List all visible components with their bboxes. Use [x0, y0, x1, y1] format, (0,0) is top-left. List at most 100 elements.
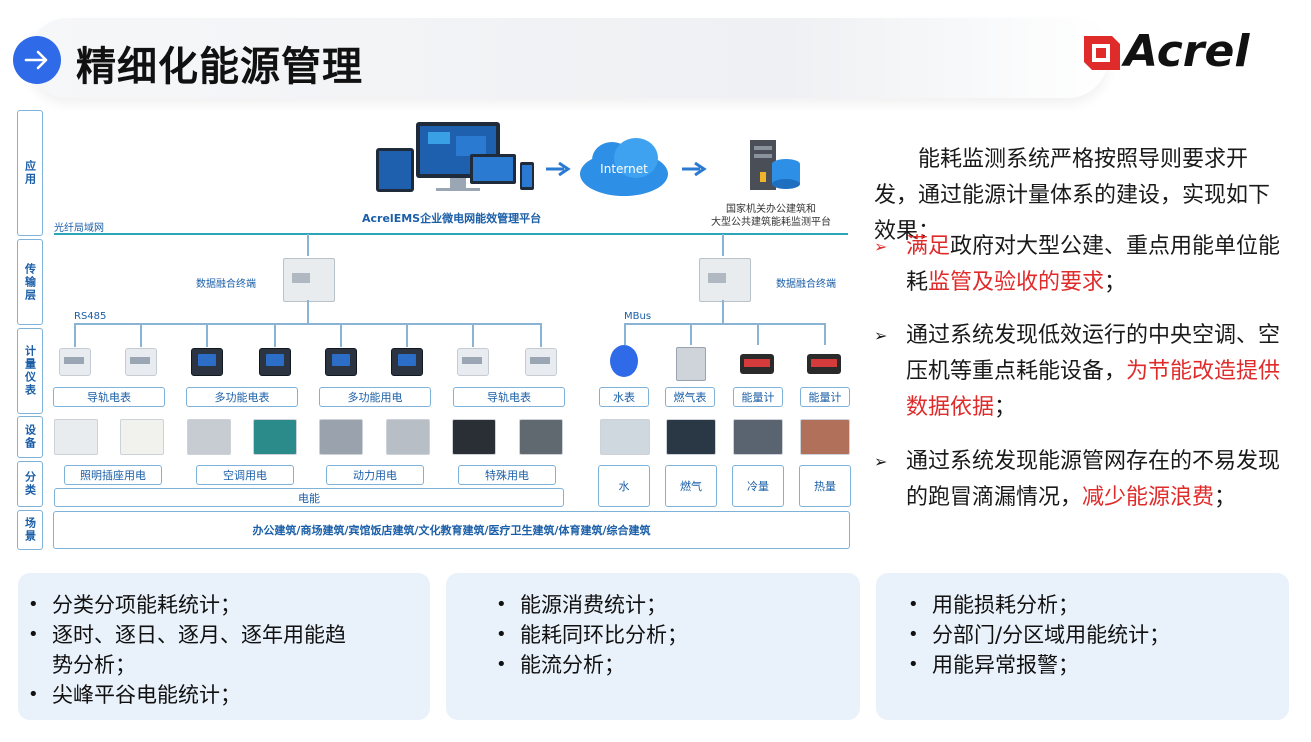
layer-label-category: 分类 — [17, 461, 43, 507]
connector — [472, 323, 474, 347]
bullet-3-end: ； — [1214, 485, 1237, 510]
connector — [206, 323, 208, 347]
effect-bullet-1: ➢ 满足政府对大型公建、重点用能单位能耗监管及验收的要求； — [874, 229, 1286, 301]
bullet-1-red-2: 监管及验收的要求 — [928, 270, 1105, 295]
utility-gas: 燃气 — [665, 465, 717, 507]
meter-group-rail-2: 导轨电表 — [453, 387, 565, 407]
intro-text: 能耗监测系统严格按照导则要求开发，通过能源计量体系的建设，实现如下效果： — [874, 142, 1286, 250]
electric-energy: 电能 — [54, 488, 564, 507]
utility-cooling: 冷量 — [732, 465, 784, 507]
mbus-line — [624, 323, 824, 325]
effect-bullet-3: ➢ 通过系统发现能源管网存在的不易发现的跑冒滴漏情况，减少能源浪费； — [874, 444, 1286, 516]
feature-panel-3: 用能损耗分析； 分部门/分区域用能统计； 用能异常报警； — [876, 573, 1289, 720]
connector — [624, 323, 626, 345]
bullet-2-red: 为节能改造提供数据依据 — [906, 359, 1281, 420]
arrow-right-icon — [546, 162, 571, 176]
bullet-3-red: 减少能源浪费 — [1082, 485, 1215, 510]
arrow-right-icon — [682, 162, 707, 176]
connector — [74, 323, 76, 347]
connector — [406, 323, 408, 347]
utility-heating: 热量 — [799, 465, 851, 507]
cloud-icon — [580, 138, 668, 196]
connector — [540, 323, 542, 347]
brand-logo: Acrel — [1082, 26, 1272, 77]
category-power: 动力用电 — [326, 465, 424, 485]
machine-room-icon — [519, 419, 563, 455]
panel-1-item: 分类分项能耗统计； — [18, 590, 390, 620]
gas-stove-icon — [666, 419, 716, 455]
arrowhead-icon: ➢ — [874, 326, 888, 345]
rail-meter-icon — [525, 348, 557, 376]
multifunction-meter-icon — [191, 348, 223, 376]
feature-panel-1: 分类分项能耗统计； 逐时、逐日、逐月、逐年用能趋势分析； 尖峰平谷电能统计； — [18, 573, 430, 720]
network-label: 光纤局域网 — [54, 223, 104, 234]
panel-3-item: 用能异常报警； — [898, 650, 1289, 680]
intro-line: 能耗监测系统严格按照导则要求开发，通过能源计量体系的建设，实现如下效果： — [874, 147, 1271, 244]
meter-energy-1: 能量计 — [733, 387, 783, 407]
feature-panel-2: 能源消费统计； 能耗同环比分析； 能流分析； — [446, 573, 860, 720]
rs485-bus-line — [74, 323, 542, 325]
platform-devices-icon — [376, 122, 534, 192]
category-lighting: 照明插座用电 — [64, 465, 162, 485]
connector — [824, 323, 826, 345]
scene-buildings: 办公建筑/商场建筑/宾馆饭店建筑/文化教育建筑/医疗卫生建筑/体育建筑/综合建筑 — [53, 511, 850, 549]
server-rack-icon — [452, 419, 496, 455]
bullet-2-end: ； — [994, 395, 1017, 420]
gas-meter-icon — [676, 347, 706, 381]
cabinet-icon — [319, 419, 363, 455]
acrel-mark-icon — [1084, 36, 1120, 70]
multifunction-meter-icon — [391, 348, 423, 376]
multifunction-meter-icon — [259, 348, 291, 376]
panel-3-item: 用能损耗分析； — [898, 590, 1289, 620]
layer-label-app: 应用 — [17, 110, 43, 236]
connector — [722, 234, 724, 256]
panel-1-item: 尖峰平谷电能统计； — [18, 680, 390, 710]
connector — [757, 323, 759, 345]
arrow-right-icon — [13, 36, 61, 84]
terminal-right-label: 数据融合终端 — [776, 279, 836, 290]
meter-group-multi-2: 多功能用电 — [319, 387, 431, 407]
connector — [307, 300, 309, 324]
data-terminal-right — [699, 258, 751, 302]
page-title: 精细化能源管理 — [76, 44, 363, 90]
rail-meter-icon — [59, 348, 91, 376]
connector — [340, 323, 342, 347]
connector — [274, 323, 276, 347]
meter-group-multi-1: 多功能电表 — [186, 387, 298, 407]
energy-meter-icon — [807, 354, 841, 374]
pump-icon — [253, 419, 297, 455]
boiler-icon — [800, 419, 850, 455]
bullet-1-red-1: 满足 — [906, 234, 951, 259]
layer-label-scene: 场景 — [17, 510, 43, 550]
layer-label-devices: 设备 — [17, 416, 43, 458]
bullet-2-pre: 通过系统发现低效运行的中央空调、空压机等重点耗能设备， — [906, 323, 1281, 384]
utility-water: 水 — [598, 465, 650, 507]
bus-left-label: RS485 — [74, 311, 107, 322]
layer-label-transport: 传输层 — [17, 239, 43, 325]
rail-meter-icon — [125, 348, 157, 376]
panel-2-item: 能流分析； — [486, 650, 860, 680]
arrowhead-icon: ➢ — [874, 452, 888, 471]
server-icon — [750, 140, 800, 190]
chiller-icon — [733, 419, 783, 455]
bus-right-label: MBus — [624, 311, 652, 322]
network-line — [54, 233, 848, 235]
header-band — [28, 18, 1108, 98]
bullet-1-mid: 政府对大型公建、重点用能单位能耗 — [906, 234, 1281, 295]
socket-icon — [120, 419, 164, 455]
internet-label: Internet — [600, 162, 648, 176]
energy-meter-icon — [740, 354, 774, 374]
terminal-left-label: 数据融合终端 — [196, 279, 256, 290]
category-ac: 空调用电 — [196, 465, 294, 485]
panel-1-item: 逐时、逐日、逐月、逐年用能趋势分析； — [18, 620, 390, 680]
effect-bullet-2: ➢ 通过系统发现低效运行的中央空调、空压机等重点耗能设备，为节能改造提供数据依据… — [874, 318, 1286, 426]
meter-gas: 燃气表 — [665, 387, 715, 407]
rail-meter-icon — [457, 348, 489, 376]
layer-label-meters: 计量仪表 — [17, 328, 43, 414]
arrowhead-icon: ➢ — [874, 237, 888, 256]
ac-unit-icon — [187, 419, 231, 455]
meter-energy-2: 能量计 — [800, 387, 850, 407]
motor-icon — [386, 419, 430, 455]
brand-name: Acrel — [1124, 26, 1250, 77]
lamp-icon — [54, 419, 98, 455]
